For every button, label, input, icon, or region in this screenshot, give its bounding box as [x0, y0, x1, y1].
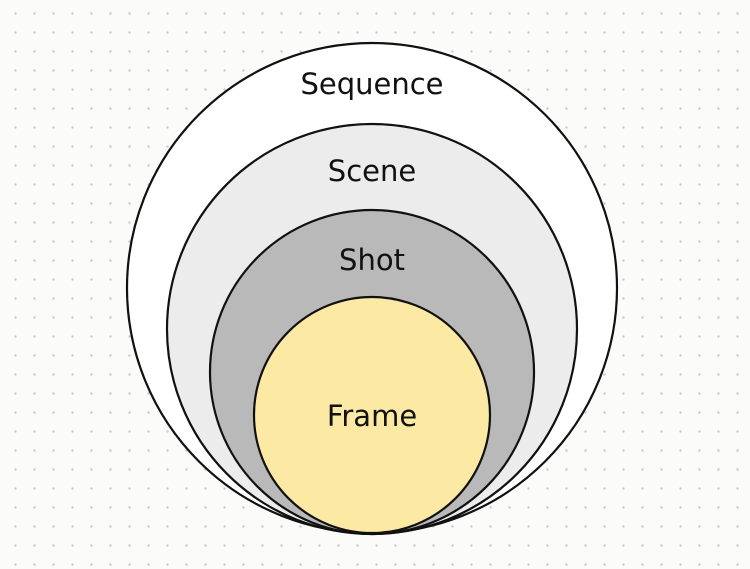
frame-circle: [252, 295, 492, 535]
scene-label: Scene: [328, 154, 416, 188]
frame-label: Frame: [327, 399, 417, 433]
sequence-label: Sequence: [300, 67, 443, 101]
shot-label: Shot: [339, 243, 405, 277]
